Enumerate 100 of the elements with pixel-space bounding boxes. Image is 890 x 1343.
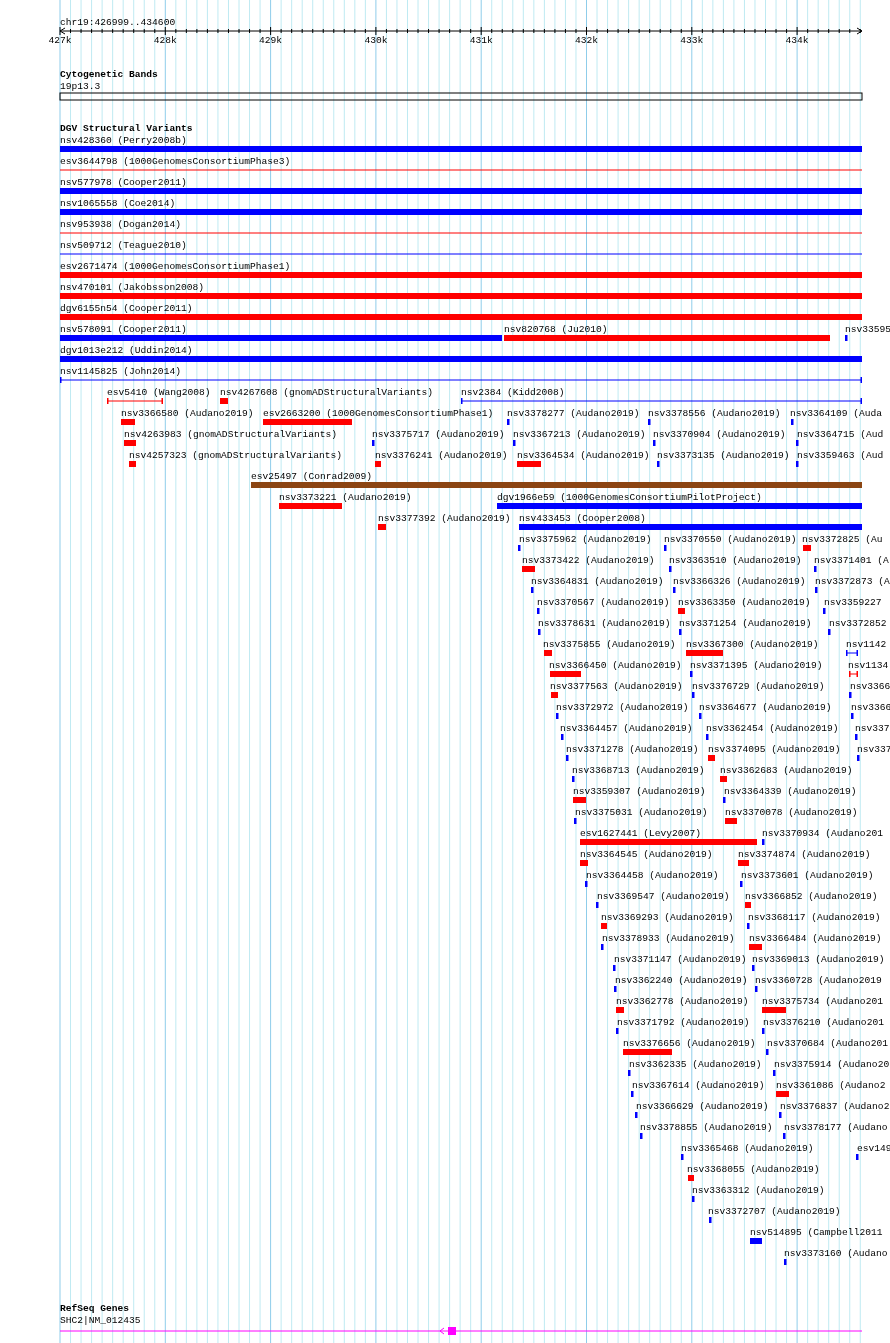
axis-tick-label: 433k — [680, 34, 704, 46]
variant-label: nsv3372852 — [829, 617, 887, 629]
band-label: 19p13.3 — [60, 80, 101, 92]
variant-label: nsv3364831 (Audano2019) — [531, 575, 664, 587]
variant-label: nsv3364715 (Aud — [797, 428, 884, 440]
variant-label: dgv6155n54 (Cooper2011) — [60, 302, 193, 314]
variant-label: nsv953938 (Dogan2014) — [60, 218, 181, 230]
variant-label: nsv3376210 (Audano201 — [763, 1016, 884, 1028]
variant-label: nsv2384 (Kidd2008) — [461, 386, 565, 398]
variant-label: nsv3376837 (Audano2 — [780, 1100, 890, 1112]
variant-label: nsv1145825 (John2014) — [60, 365, 181, 377]
variant-label: nsv820768 (Ju2010) — [504, 323, 608, 335]
variant-label: nsv3370684 (Audano201 — [767, 1037, 888, 1049]
variant-label: nsv3366326 (Audano2019) — [673, 575, 806, 587]
variant-label: nsv3374874 (Audano2019) — [738, 848, 871, 860]
variant-label: nsv3363510 (Audano2019) — [669, 554, 802, 566]
variant-label: nsv3372972 (Audano2019) — [556, 701, 689, 713]
variant-label: esv149 — [857, 1142, 890, 1154]
variant-label: nsv3375855 (Audano2019) — [543, 638, 676, 650]
axis-tick-label: 431k — [469, 34, 493, 46]
variant-label: nsv514895 (Campbell2011 — [750, 1226, 883, 1238]
variant-label: nsv3378556 (Audano2019) — [648, 407, 781, 419]
variant-label: nsv3362335 (Audano2019) — [629, 1058, 762, 1070]
variant-label: nsv3375734 (Audano201 — [762, 995, 883, 1007]
variant-label: esv2671474 (1000GenomesConsortiumPhase1) — [60, 260, 291, 272]
variant-label: nsv3370934 (Audano201 — [762, 827, 883, 839]
variant-label: nsv3360728 (Audano2019 — [755, 974, 882, 986]
variant-label: nsv3366 — [851, 701, 890, 713]
variant-label: nsv433453 (Cooper2008) — [519, 512, 646, 524]
variant-label: nsv3375717 (Audano2019) — [372, 428, 505, 440]
variant-label: nsv3364534 (Audano2019) — [517, 449, 650, 461]
variant-label: nsv3367614 (Audano2019) — [632, 1079, 765, 1091]
variant-label: nsv509712 (Teague2010) — [60, 239, 187, 251]
variant-label: nsv4267608 (gnomADStructuralVariants) — [220, 386, 434, 398]
variant-label: dgv1013e212 (Uddin2014) — [60, 344, 193, 356]
variant-label: nsv578091 (Cooper2011) — [60, 323, 187, 335]
variant-label: nsv3361086 (Audano2 — [776, 1079, 886, 1091]
axis-tick-label: 432k — [575, 34, 598, 46]
variant-label: esv25497 (Conrad2009) — [251, 470, 372, 482]
variant-label: nsv3376241 (Audano2019) — [375, 449, 508, 461]
variant-label: nsv3364545 (Audano2019) — [580, 848, 713, 860]
axis-tick-label: 428k — [153, 34, 177, 46]
variant-label: nsv3364339 (Audano2019) — [724, 785, 857, 797]
variant-label: nsv3367213 (Audano2019) — [513, 428, 646, 440]
variant-label: nsv3375962 (Audano2019) — [519, 533, 652, 545]
variant-label: nsv3367300 (Audano2019) — [686, 638, 819, 650]
variant-label: nsv3371401 (A — [814, 554, 889, 566]
variant-label: nsv3378277 (Audano2019) — [507, 407, 640, 419]
axis-tick-label: 434k — [785, 34, 809, 46]
variant-label: nsv3378933 (Audano2019) — [602, 932, 735, 944]
variant-label: nsv428360 (Perry2008b) — [60, 134, 187, 146]
variant-label: nsv3371254 (Audano2019) — [679, 617, 812, 629]
variant-label: nsv3372707 (Audano2019) — [708, 1205, 841, 1217]
variant-label: nsv337 — [855, 722, 890, 734]
variant-label: dgv1966e59 (1000GenomesConsortiumPilotProject) — [497, 491, 762, 503]
variant-label: nsv4257323 (gnomADStructuralVariants) — [129, 449, 343, 461]
variant-label: nsv1142 — [846, 638, 887, 650]
variant-label: nsv3363350 (Audano2019) — [678, 596, 811, 608]
variant-label: nsv3370567 (Audano2019) — [537, 596, 670, 608]
variant-label: nsv33595 — [845, 323, 890, 335]
variant-label: nsv3366580 (Audano2019) — [121, 407, 254, 419]
variant-label: nsv337 — [857, 743, 890, 755]
axis-tick-label: 427k — [48, 34, 72, 46]
variant-label: nsv3372873 (A — [815, 575, 890, 587]
variant-label: nsv3375031 (Audano2019) — [575, 806, 708, 818]
variant-label: nsv3372825 (Au — [802, 533, 883, 545]
variant-label: nsv3369013 (Audano2019) — [752, 953, 885, 965]
track-title: DGV Structural Variants — [60, 122, 193, 134]
variant-label: nsv3378855 (Audano2019) — [640, 1121, 773, 1133]
variant-label: nsv3364457 (Audano2019) — [560, 722, 693, 734]
variant-label: nsv3362778 (Audano2019) — [616, 995, 749, 1007]
variant-label: nsv3371792 (Audano2019) — [617, 1016, 750, 1028]
variant-label: nsv3370904 (Audano2019) — [653, 428, 786, 440]
variant-label: nsv4263983 (gnomADStructuralVariants) — [124, 428, 338, 440]
variant-label: nsv3359463 (Aud — [797, 449, 884, 461]
variant-label: nsv3359227 — [824, 596, 882, 608]
variant-label: nsv3373160 (Audano — [784, 1247, 888, 1259]
variant-label: nsv3370078 (Audano2019) — [725, 806, 858, 818]
variant-label: nsv3364677 (Audano2019) — [699, 701, 832, 713]
variant-label: nsv1065558 (Coe2014) — [60, 197, 176, 209]
variant-label: nsv3362454 (Audano2019) — [706, 722, 839, 734]
gene-label: SHC2|NM_012435 — [60, 1314, 141, 1326]
variant-label: nsv3366484 (Audano2019) — [749, 932, 882, 944]
variant-label: nsv3376729 (Audano2019) — [692, 680, 825, 692]
variant-label: nsv3374095 (Audano2019) — [708, 743, 841, 755]
variant-label: nsv3371395 (Audano2019) — [690, 659, 823, 671]
track-title: RefSeq Genes — [60, 1302, 130, 1314]
variant-label: nsv3373601 (Audano2019) — [741, 869, 874, 881]
variant-label: nsv3366450 (Audano2019) — [549, 659, 682, 671]
variant-label: nsv1134 — [848, 659, 889, 671]
variant-label: esv5410 (Wang2008) — [107, 386, 211, 398]
variant-label: nsv3366 — [850, 680, 890, 692]
variant-label: nsv3364458 (Audano2019) — [586, 869, 719, 881]
variant-label: nsv3373135 (Audano2019) — [657, 449, 790, 461]
variant-label: esv1627441 (Levy2007) — [580, 827, 701, 839]
variant-label: nsv3371147 (Audano2019) — [614, 953, 747, 965]
variant-label: nsv3376656 (Audano2019) — [623, 1037, 756, 1049]
variant-label: nsv3362240 (Audano2019) — [615, 974, 748, 986]
variant-label: nsv3371278 (Audano2019) — [566, 743, 699, 755]
variant-label: esv3644798 (1000GenomesConsortiumPhase3) — [60, 155, 291, 167]
